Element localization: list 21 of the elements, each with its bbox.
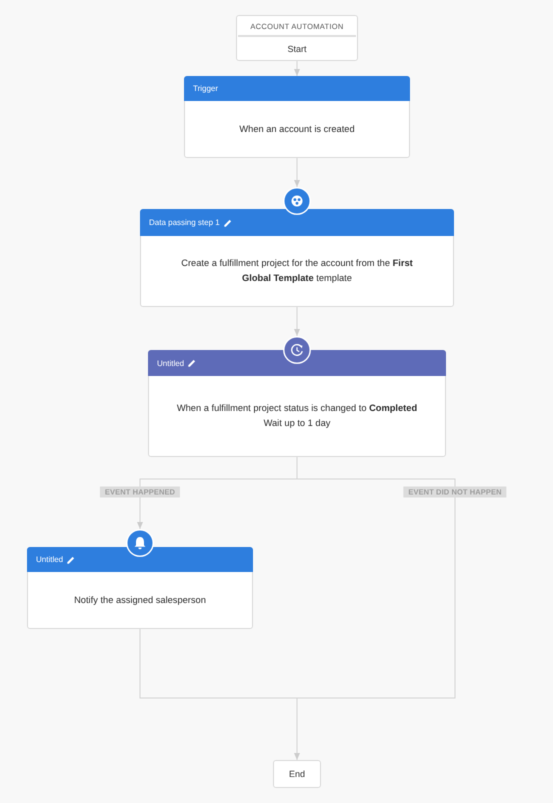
step-card: [140, 209, 454, 307]
step-card: [184, 76, 410, 158]
connector-arrow: [294, 698, 300, 760]
step-description: Create a fulfillment project for the account from the First Global Template template: [180, 257, 414, 285]
end-label: End: [288, 769, 305, 779]
step-title: Untitled: [36, 555, 64, 564]
step-description: When a fulfillment project status is changed to Completed: [176, 402, 418, 415]
step-description: Notify the assigned salesperson: [74, 594, 206, 607]
step-title: Untitled: [157, 358, 184, 368]
start-box: [236, 15, 358, 61]
step-card: [148, 350, 446, 457]
start-label: Start: [287, 44, 306, 54]
connector-arrow: [294, 158, 300, 188]
connector-arrow: [294, 306, 300, 336]
step-card: [27, 547, 253, 629]
step-description: Wait up to 1 day: [264, 417, 330, 430]
step-title: Data passing step 1: [149, 218, 220, 227]
connector-arrow: [294, 60, 300, 76]
step-description: When an account is created: [239, 122, 355, 136]
step-title: Trigger: [193, 84, 218, 93]
end-box: [273, 760, 321, 788]
